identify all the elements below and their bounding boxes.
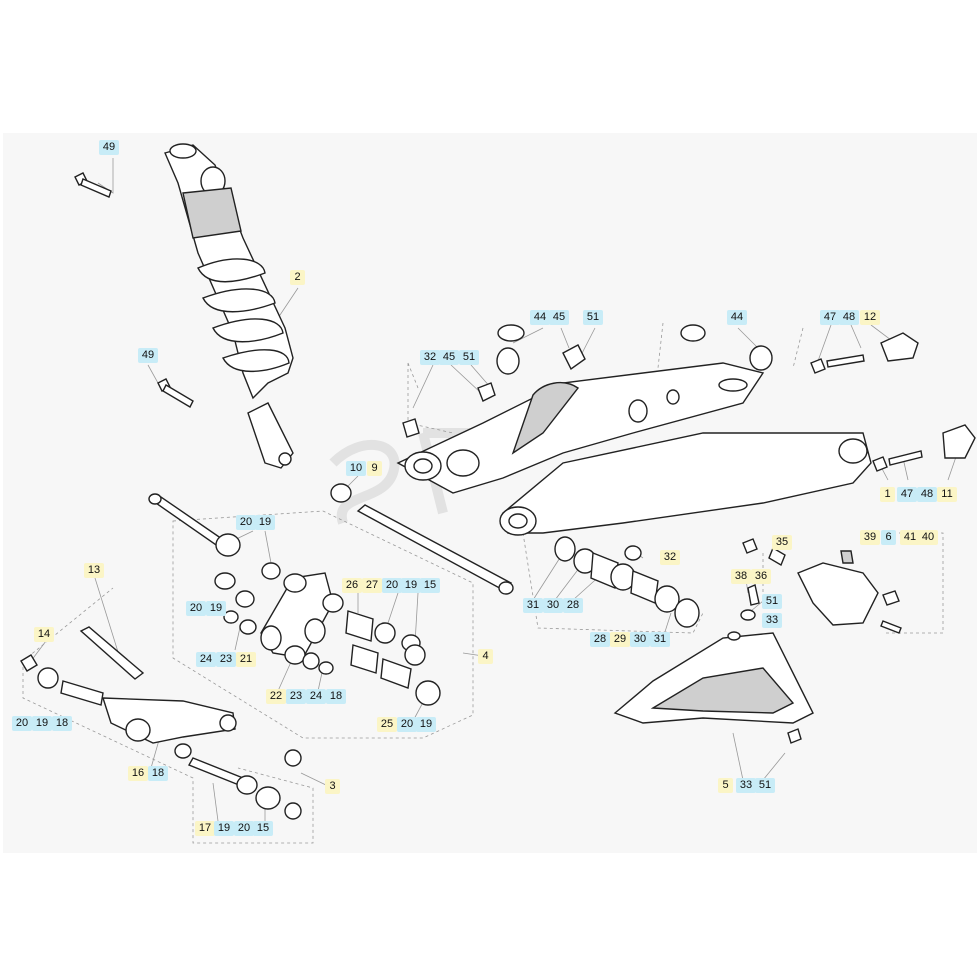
callout-49[interactable]: 49	[99, 140, 119, 155]
callout-15[interactable]: 15	[253, 821, 273, 836]
chain-guide	[797, 550, 902, 634]
callout-26[interactable]: 26	[342, 578, 362, 593]
callout-11[interactable]: 11	[937, 487, 957, 502]
callout-24[interactable]: 24	[196, 652, 216, 667]
callout-9[interactable]: 9	[367, 461, 382, 476]
callout-40[interactable]: 40	[918, 530, 938, 545]
callout-45[interactable]: 45	[439, 350, 459, 365]
callout-35[interactable]: 35	[772, 535, 792, 550]
linkage-rocker	[214, 562, 441, 706]
shock-absorber	[164, 143, 294, 469]
callout-2[interactable]: 2	[290, 270, 305, 285]
callout-31[interactable]: 31	[523, 598, 543, 613]
callout-20[interactable]: 20	[12, 716, 32, 731]
callout-32[interactable]: 32	[660, 550, 680, 565]
callout-44[interactable]: 44	[530, 310, 550, 325]
callout-20[interactable]: 20	[186, 601, 206, 616]
callout-1[interactable]: 1	[880, 487, 895, 502]
callout-31[interactable]: 31	[650, 632, 670, 647]
callout-15[interactable]: 15	[420, 578, 440, 593]
callout-19[interactable]: 19	[32, 716, 52, 731]
callout-6[interactable]: 6	[881, 530, 896, 545]
callout-51[interactable]: 51	[762, 594, 782, 609]
callout-33[interactable]: 33	[736, 778, 756, 793]
callout-28[interactable]: 28	[563, 598, 583, 613]
callout-20[interactable]: 20	[236, 515, 256, 530]
callout-47[interactable]: 47	[820, 310, 840, 325]
callout-23[interactable]: 23	[286, 689, 306, 704]
callout-49[interactable]: 49	[138, 348, 158, 363]
callout-51[interactable]: 51	[583, 310, 603, 325]
callout-38[interactable]: 38	[731, 569, 751, 584]
swingarm-axle	[148, 483, 514, 595]
pivot-bearings	[554, 536, 700, 628]
callout-28[interactable]: 28	[590, 632, 610, 647]
callout-51[interactable]: 51	[459, 350, 479, 365]
callout-19[interactable]: 19	[214, 821, 234, 836]
bolts-49	[74, 172, 194, 408]
callout-29[interactable]: 29	[610, 632, 630, 647]
exploded-view-drawing	[20, 143, 976, 844]
callout-20[interactable]: 20	[382, 578, 402, 593]
callout-20[interactable]: 20	[397, 717, 417, 732]
callout-19[interactable]: 19	[206, 601, 226, 616]
callout-20[interactable]: 20	[234, 821, 254, 836]
callout-48[interactable]: 48	[839, 310, 859, 325]
callout-23[interactable]: 23	[216, 652, 236, 667]
callout-14[interactable]: 14	[34, 627, 54, 642]
callout-12[interactable]: 12	[860, 310, 880, 325]
callout-10[interactable]: 10	[346, 461, 366, 476]
callout-22[interactable]: 22	[266, 689, 286, 704]
callout-19[interactable]: 19	[401, 578, 421, 593]
callout-5[interactable]: 5	[718, 778, 733, 793]
callout-45[interactable]: 45	[549, 310, 569, 325]
callout-19[interactable]: 19	[416, 717, 436, 732]
callout-13[interactable]: 13	[84, 563, 104, 578]
callout-30[interactable]: 30	[630, 632, 650, 647]
callout-18[interactable]: 18	[52, 716, 72, 731]
callout-25[interactable]: 25	[377, 717, 397, 732]
leader-lines	[30, 158, 959, 822]
callout-41[interactable]: 41	[900, 530, 920, 545]
callout-27[interactable]: 27	[362, 578, 382, 593]
chain-slider	[613, 538, 814, 744]
callout-47[interactable]: 47	[897, 487, 917, 502]
callout-16[interactable]: 16	[128, 766, 148, 781]
callout-48[interactable]: 48	[917, 487, 937, 502]
callout-19[interactable]: 19	[255, 515, 275, 530]
callout-24[interactable]: 24	[306, 689, 326, 704]
diagram-frame	[3, 133, 977, 853]
callout-36[interactable]: 36	[751, 569, 771, 584]
callout-32[interactable]: 32	[420, 350, 440, 365]
callout-39[interactable]: 39	[860, 530, 880, 545]
callout-17[interactable]: 17	[195, 821, 215, 836]
callout-33[interactable]: 33	[762, 613, 782, 628]
callout-51[interactable]: 51	[755, 778, 775, 793]
swingarm-hardware	[402, 324, 976, 472]
swingarm	[396, 362, 872, 536]
callout-4[interactable]: 4	[478, 649, 493, 664]
callout-30[interactable]: 30	[543, 598, 563, 613]
linkage-rod	[20, 626, 302, 820]
callout-44[interactable]: 44	[727, 310, 747, 325]
callout-3[interactable]: 3	[325, 779, 340, 794]
callout-18[interactable]: 18	[326, 689, 346, 704]
callout-21[interactable]: 21	[236, 652, 256, 667]
callout-18[interactable]: 18	[148, 766, 168, 781]
